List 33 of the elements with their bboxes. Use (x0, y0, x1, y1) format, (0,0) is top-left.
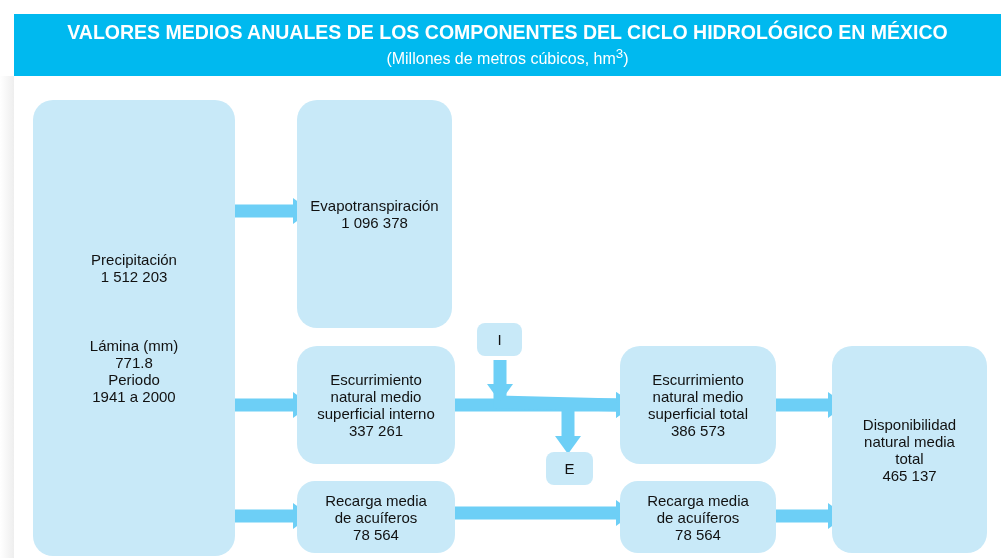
box-text: Precipitación (91, 251, 177, 268)
box-text: Evapotranspiración (310, 197, 439, 214)
block-arrow (487, 360, 619, 418)
box-text: 771.8 (115, 354, 153, 371)
box-text: 1941 a 2000 (92, 388, 176, 405)
process-box (33, 100, 235, 556)
process-box (477, 323, 522, 356)
process-box (297, 481, 455, 553)
box-text: Escurrimiento natural medio superficial total (646, 371, 750, 422)
box-text: I (497, 331, 502, 348)
subtitle: (Millones de metros cúbicos, hm$^{3}$) (386, 45, 629, 70)
box-text: Disponibilidad natural media total (861, 415, 958, 467)
block-arrow (555, 410, 581, 454)
process-box (297, 346, 455, 464)
process-box (620, 481, 776, 553)
process-box (546, 452, 593, 485)
box-text: Recarga media de acuíferos (324, 491, 428, 526)
box-text: 78 564 (353, 525, 399, 543)
box-text: 1 096 378 (341, 214, 408, 231)
box-text: 337 261 (348, 422, 404, 439)
box-text: 386 573 (670, 422, 726, 439)
box-text: Recarga media de acuíferos (646, 491, 750, 526)
box-text: Lámina (mm) (89, 337, 179, 354)
box-text: 465 137 (882, 466, 937, 484)
box-text: Periodo (108, 371, 160, 388)
process-box (832, 346, 987, 553)
box-text: 1 512 203 (100, 268, 168, 285)
box-text: 78 564 (675, 525, 721, 543)
process-box (620, 346, 776, 464)
process-box (297, 100, 452, 328)
box-text: Escurrimiento natural medio superficial interno (316, 371, 436, 422)
title: VALORES MEDIOS ANUALES DE LOS COMPONENTES DEL CICLO HIDROLÓGICO EN MÉXICO (67, 20, 948, 45)
box-text: E (564, 460, 575, 477)
